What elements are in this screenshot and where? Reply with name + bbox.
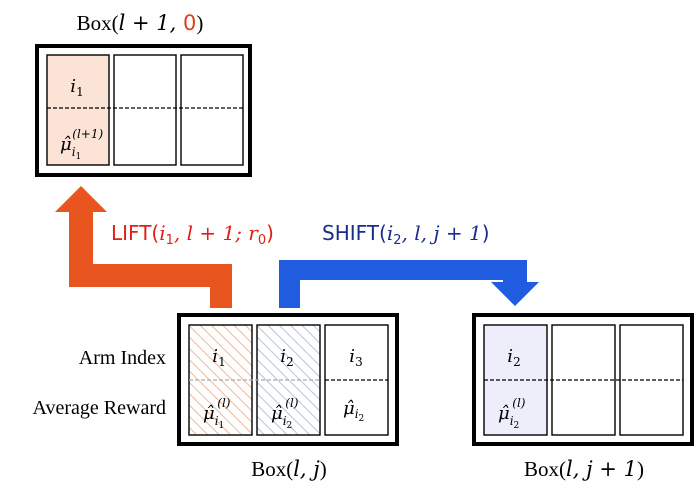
shift-arrow xyxy=(279,260,539,308)
lift-label: LIFT(i1, l + 1; r0) xyxy=(111,221,274,248)
box-top-cell-2 xyxy=(113,54,177,166)
row-label-average-reward: Average Reward xyxy=(33,397,166,419)
lift-arrow xyxy=(55,186,232,308)
box-top-cell-3 xyxy=(180,54,244,166)
mid-cell-3-reward: μ̂i2 xyxy=(343,398,364,424)
mid-cell-2-reward: μ̂i2(l) xyxy=(271,396,299,431)
box-title-top: Box(l + 1, 0) xyxy=(77,11,204,35)
top-cell-1-index: i1 xyxy=(70,76,83,99)
right-cell-1-reward: μ̂i2(l) xyxy=(498,396,526,431)
box-title-right: Box(l, j + 1) xyxy=(524,457,644,481)
mid-cell-3-index: i3 xyxy=(349,346,362,369)
mid-cell-2-index: i2 xyxy=(280,346,293,369)
mid-cell-1-index: i1 xyxy=(212,346,225,369)
box-top-cell-1 xyxy=(46,54,110,166)
mid-cell-1-reward: μ̂i1(l) xyxy=(203,396,231,431)
top-cell-1-reward: μ̂i1(l+1) xyxy=(60,127,103,162)
right-cell-1-index: i2 xyxy=(507,346,520,369)
shift-label: SHIFT(i2, l, j + 1) xyxy=(322,221,490,248)
box-title-mid: Box(l, j) xyxy=(251,457,327,481)
row-label-arm-index: Arm Index xyxy=(79,347,166,369)
